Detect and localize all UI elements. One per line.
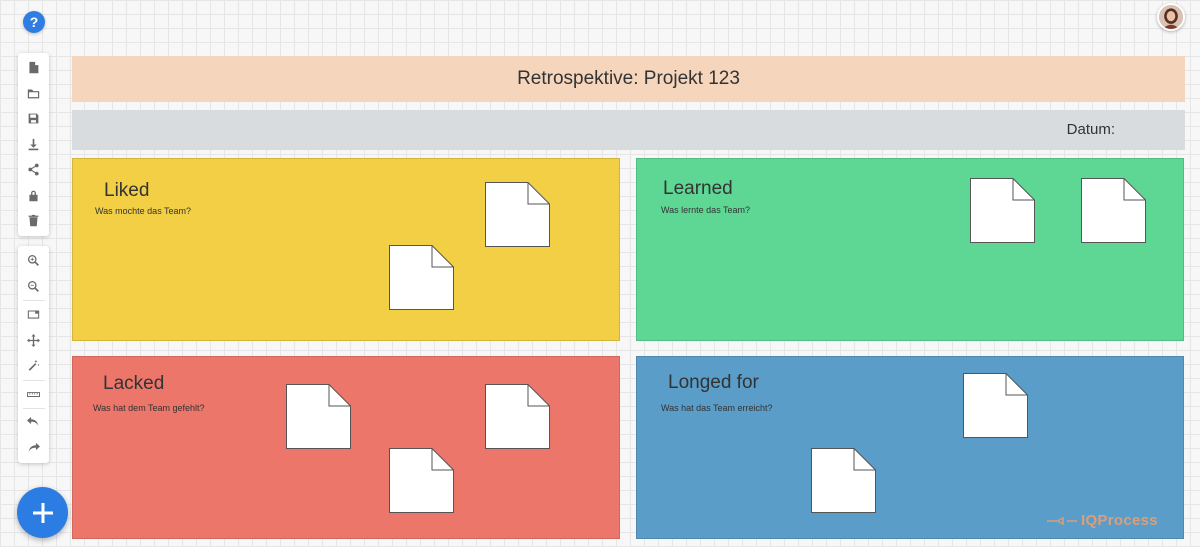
magic-wand-button[interactable] [18,353,49,379]
quadrant-subtitle: Was mochte das Team? [95,206,192,216]
toolbar-divider [22,300,45,301]
trash-icon [28,215,39,227]
download-button[interactable] [18,132,49,158]
zoom-out-button[interactable] [18,274,49,300]
sticky-note[interactable] [286,384,351,449]
quadrant-title: Lacked [103,373,165,394]
add-button[interactable] [17,487,68,538]
sticky-note[interactable] [1081,178,1146,243]
quadrant-subtitle: Was lernte das Team? [661,205,751,215]
quadrant-title: Learned [663,178,733,199]
plus-icon [32,502,53,523]
note-icon [389,448,454,513]
magic-wand-icon [28,360,40,372]
quadrant-title: Liked [104,180,150,201]
fit-screen-icon [27,310,40,319]
sticky-note[interactable] [811,448,876,513]
undo-icon [27,417,39,426]
board-title[interactable]: Retrospektive: Projekt 123 [72,56,1185,102]
delete-button[interactable] [18,208,49,234]
save-button[interactable] [18,106,49,132]
pan-button[interactable] [18,328,49,354]
brand-watermark: IQProcess [1047,512,1158,529]
ruler-icon [27,391,40,397]
note-icon [485,384,550,449]
toolbar-divider [22,408,45,409]
lock-icon [29,190,38,201]
note-icon [485,182,550,247]
quadrant-liked[interactable]: Liked Was mochte das Team? [72,158,620,341]
pan-icon [27,333,40,347]
redo-icon [28,442,40,452]
board-title-text: Retrospektive: Projekt 123 [517,68,740,89]
view-toolbar [18,246,49,463]
date-label: Datum: [1066,121,1115,138]
quadrant-subtitle: Was hat dem Team gefehlt? [93,403,205,413]
share-button[interactable] [18,157,49,183]
note-icon [1081,178,1146,243]
quadrant-subtitle: Was hat das Team erreicht? [661,403,773,413]
open-folder-button[interactable] [18,81,49,107]
fit-screen-button[interactable] [18,302,49,328]
folder-icon [27,89,40,99]
quadrant-lacked[interactable]: Lacked Was hat dem Team gefehlt? [72,356,620,539]
note-icon [963,373,1028,438]
zoom-in-icon [27,255,39,267]
sticky-note[interactable] [389,448,454,513]
brand-text: IQProcess [1081,512,1158,529]
download-icon [28,138,39,150]
undo-button[interactable] [18,410,49,436]
quadrant-title: Longed for [668,372,759,393]
new-file-button[interactable] [18,55,49,81]
save-icon [28,113,39,124]
zoom-out-icon [27,280,39,292]
sticky-note[interactable] [970,178,1035,243]
sticky-note[interactable] [389,245,454,310]
sticky-note[interactable] [485,182,550,247]
avatar[interactable] [1157,3,1185,31]
ruler-button[interactable] [18,382,49,408]
zoom-in-button[interactable] [18,248,49,274]
new-file-icon [29,62,39,74]
lock-button[interactable] [18,183,49,209]
file-toolbar [18,53,49,236]
date-bar[interactable]: Datum: [72,110,1185,150]
note-icon [286,384,351,449]
sticky-note[interactable] [963,373,1028,438]
share-icon [28,163,39,176]
quadrant-learned[interactable]: Learned Was lernte das Team? [636,158,1184,341]
user-avatar-icon [1159,5,1183,29]
brand-logo-icon [1047,516,1077,525]
help-button[interactable]: ? [23,11,45,33]
sticky-note[interactable] [485,384,550,449]
note-icon [970,178,1035,243]
note-icon [811,448,876,513]
toolbar-divider [22,379,45,381]
redo-button[interactable] [18,436,49,462]
note-icon [389,245,454,310]
quadrant-longed-for[interactable]: Longed for Was hat das Team erreicht? [636,356,1184,539]
